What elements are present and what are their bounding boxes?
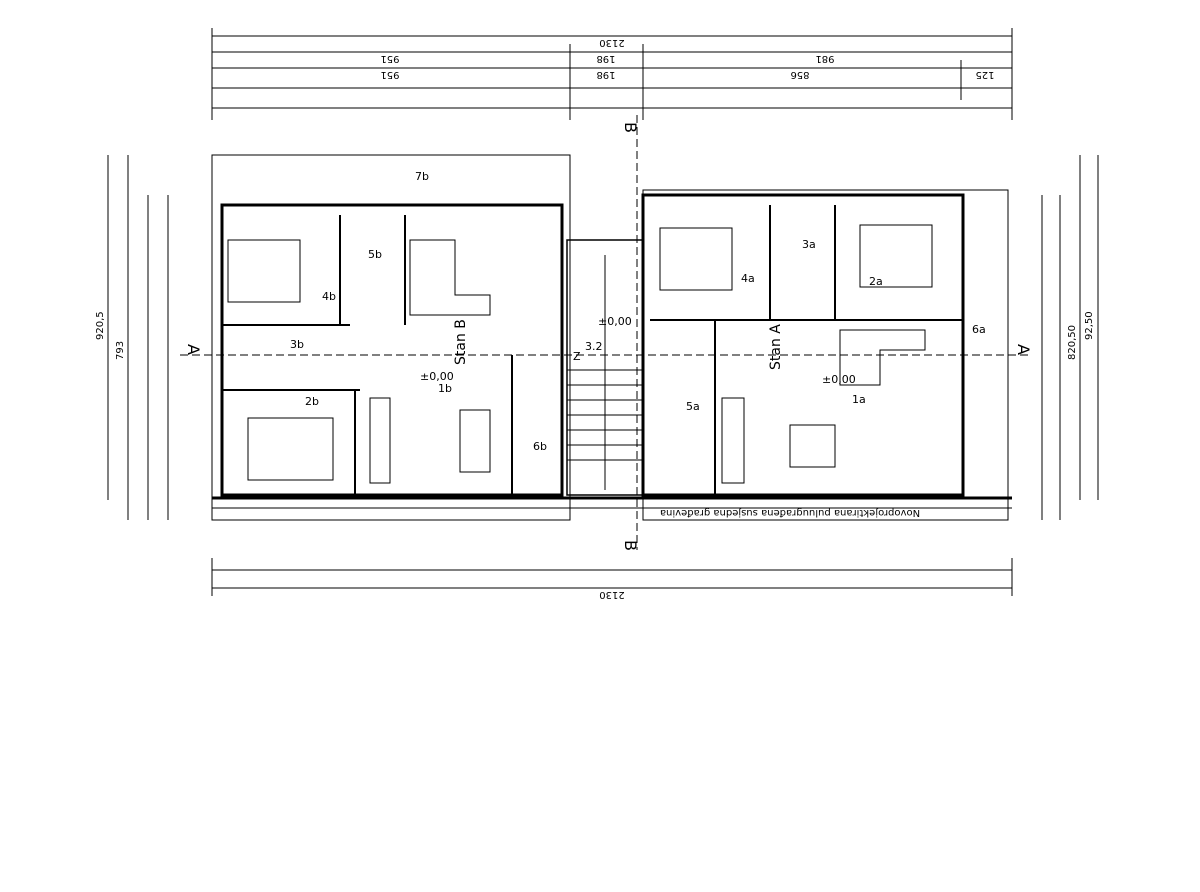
room-tag-5b: 5b <box>368 248 382 261</box>
unit-label-stan-b: Stan B <box>453 319 469 365</box>
bed-b-1 <box>227 239 301 303</box>
room-tag-6a: 6a <box>972 323 986 336</box>
dim-top-split2-1: 198 <box>596 69 615 80</box>
room-tag-4b: 4b <box>322 290 336 303</box>
section-a-left: A <box>184 344 203 355</box>
dining-table-b <box>459 409 491 473</box>
room-tag-2a: 2a <box>869 275 883 288</box>
room-tag-1a: 1a <box>852 393 866 406</box>
room-tag-7b: 7b <box>415 170 429 183</box>
stair-tag: 3.2 <box>585 340 603 353</box>
right-outer-dim: 92,50 <box>1084 311 1095 340</box>
dim-top-split-2: 981 <box>815 53 834 64</box>
room-tag-4a: 4a <box>741 272 755 285</box>
section-a-right: A <box>1014 344 1033 355</box>
level-stan-b: ±0,00 <box>420 370 454 383</box>
top-dimensions: 2130 951 198 981 951 198 856 125 <box>380 37 994 80</box>
neighbour-building-note: Novoprojektirana puluugrađena susjedna g… <box>660 507 920 518</box>
sofa-a <box>839 329 926 386</box>
dim-top-split2-2: 856 <box>790 69 809 80</box>
left-mid-dim: 793 <box>115 341 126 360</box>
dim-top-split2-3: 125 <box>975 69 994 80</box>
dim-top-split-1: 198 <box>596 53 615 64</box>
section-b-bottom: B <box>621 540 640 551</box>
room-tag-3b: 3b <box>290 338 304 351</box>
level-stair: ±0,00 <box>598 315 632 328</box>
bed-a-2 <box>859 224 933 288</box>
section-lines <box>180 115 1030 550</box>
kitchen-a <box>721 397 745 484</box>
section-b-top: B <box>621 122 640 133</box>
bed-b-2 <box>247 417 334 481</box>
section-markers: A A B B <box>184 122 1033 551</box>
room-labels: Stan B Stan A 7b 4b 5b 3b 1b 2b 6b 4a 3a… <box>290 170 986 453</box>
stair-z-label: Z <box>573 350 581 363</box>
furniture <box>227 224 933 490</box>
bottom-dimensions: 2130 <box>599 589 624 600</box>
bottom-total: 2130 <box>599 589 624 600</box>
walls <box>211 154 1012 521</box>
left-outer-dim: 920,5 <box>95 311 106 340</box>
room-tag-1b: 1b <box>438 382 452 395</box>
sofa-b <box>409 239 491 316</box>
right-mid-dim: 820,50 <box>1067 325 1078 360</box>
dining-table-a <box>789 424 836 468</box>
top-total: 2130 <box>599 37 624 48</box>
kitchen-b <box>369 397 391 484</box>
dim-top-split-0: 951 <box>380 53 399 64</box>
room-tag-5a: 5a <box>686 400 700 413</box>
dimension-lines <box>107 28 1099 596</box>
unit-label-stan-a: Stan A <box>768 324 784 370</box>
bed-a-1 <box>659 227 733 291</box>
level-stan-a: ±0,00 <box>822 373 856 386</box>
room-tag-3a: 3a <box>802 238 816 251</box>
room-tag-6b: 6b <box>533 440 547 453</box>
room-tag-2b: 2b <box>305 395 319 408</box>
side-dimensions: 920,5 92,50 820,50 793 <box>95 311 1095 360</box>
dim-top-split2-0: 951 <box>380 69 399 80</box>
stair-treads <box>567 255 643 490</box>
